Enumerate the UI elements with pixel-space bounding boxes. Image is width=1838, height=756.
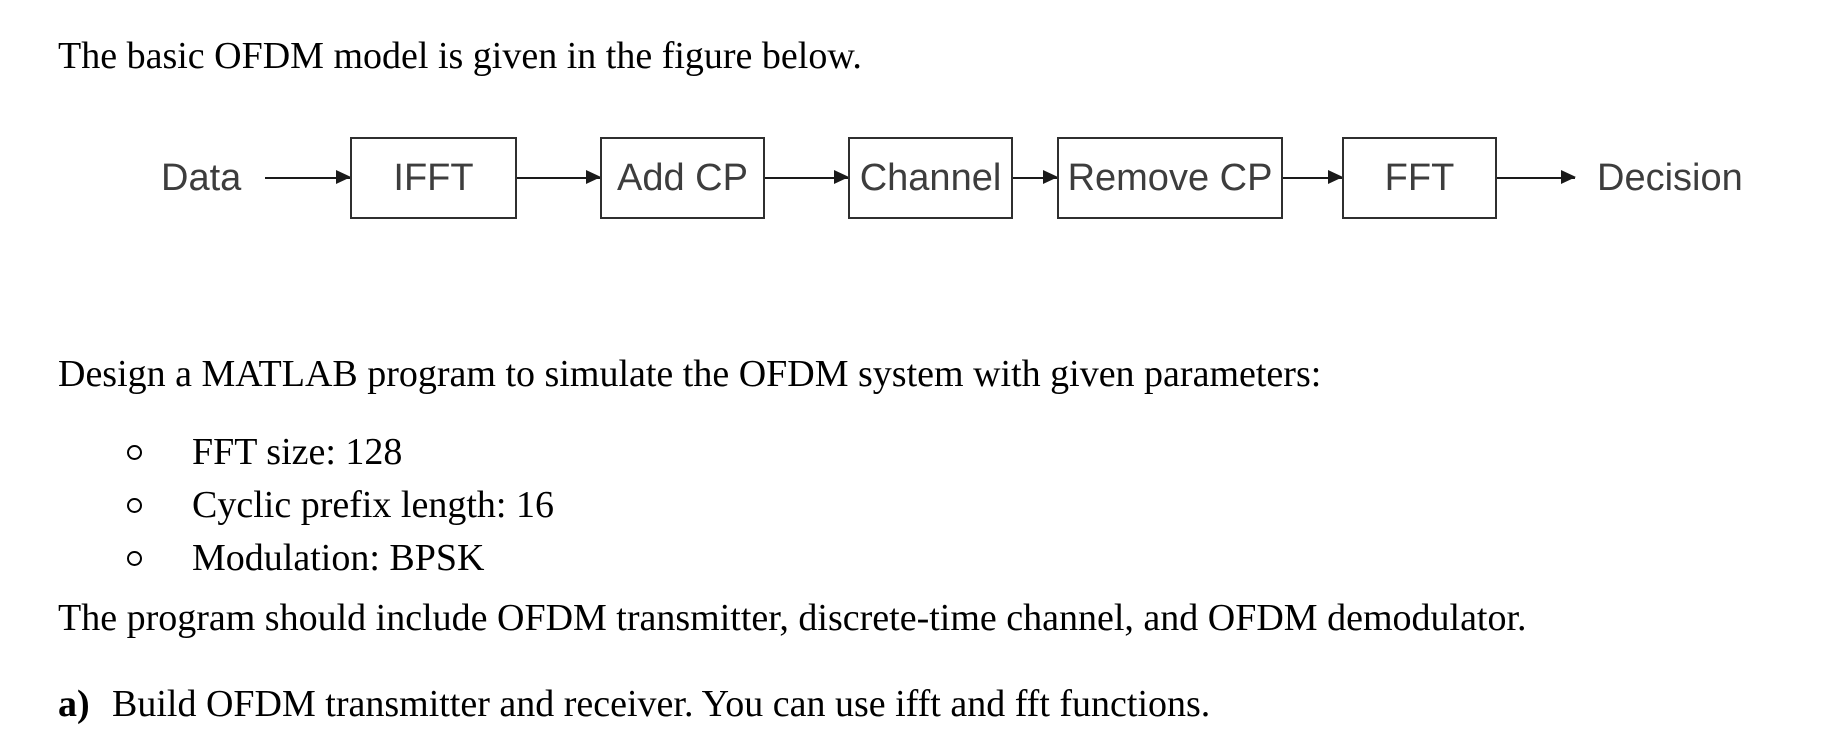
flow-arrow-icon	[765, 170, 849, 184]
block-fft: FFT	[1342, 137, 1497, 219]
design-paragraph: Design a MATLAB program to simulate the …	[58, 353, 1322, 395]
diagram-source-label: Data	[161, 157, 242, 199]
parameter-fft-size: FFT size: 128	[192, 431, 403, 473]
item-a-text: Build OFDM transmitter and receiver. You…	[112, 683, 1211, 725]
flow-arrow-icon	[1497, 170, 1576, 184]
circle-bullet-icon	[127, 445, 142, 460]
item-a-label: a)	[58, 683, 90, 725]
flow-arrow-icon	[517, 170, 601, 184]
block-ifft: IFFT	[350, 137, 517, 219]
circle-bullet-icon	[127, 498, 142, 513]
block-remove-cp: Remove CP	[1057, 137, 1283, 219]
block-channel: Channel	[848, 137, 1013, 219]
circle-bullet-icon	[127, 551, 142, 566]
diagram-sink-label: Decision	[1597, 157, 1743, 199]
block-add-cp: Add CP	[600, 137, 765, 219]
note-paragraph: The program should include OFDM transmit…	[58, 597, 1527, 639]
intro-paragraph: The basic OFDM model is given in the fig…	[58, 35, 862, 77]
flow-arrow-icon	[265, 170, 351, 184]
parameter-modulation: Modulation: BPSK	[192, 537, 485, 579]
flow-arrow-icon	[1013, 170, 1058, 184]
flow-arrow-icon	[1283, 170, 1343, 184]
parameter-cyclic-prefix: Cyclic prefix length: 16	[192, 484, 554, 526]
